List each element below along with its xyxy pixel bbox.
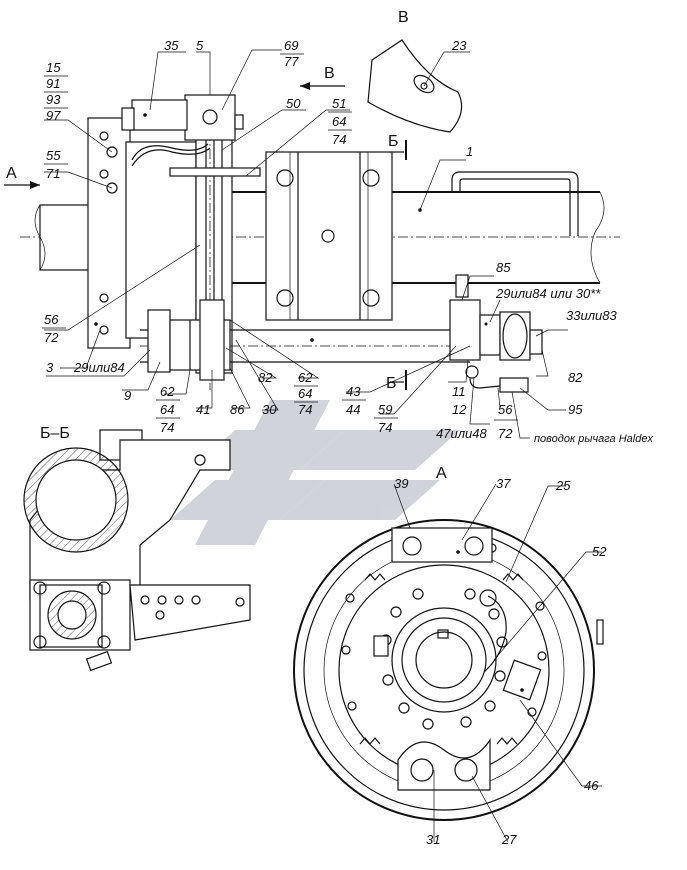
label-view-v: В [398,9,409,26]
label-77: 77 [284,54,299,69]
label-62-a: 62 [160,384,175,399]
label-64-c: 64 [298,386,312,401]
label-59: 59 [378,402,392,417]
view-v-detail [367,39,463,133]
label-arrow-v: В [324,65,335,82]
label-9: 9 [124,388,131,403]
label-view-a: А [436,465,447,482]
label-93: 93 [46,92,61,107]
label-95: 95 [568,402,583,417]
label-86: 86 [230,402,245,417]
label-74-a: 74 [332,132,346,147]
label-91: 91 [46,76,60,91]
label-52: 52 [592,544,607,559]
label-82-b: 82 [568,370,583,385]
label-69: 69 [284,38,298,53]
section-bb-view [23,429,251,672]
label-56-a: 56 [44,312,59,327]
label-72-a: 72 [44,330,59,345]
label-arrow-a: А [6,165,17,182]
label-82-a: 82 [258,370,273,385]
label-cut-b-top: Б [388,133,399,150]
view-a-brake [293,519,604,821]
label-1: 1 [466,144,473,159]
label-23: 23 [451,38,467,53]
callout-labels: В 35 5 69 77 23 В 15 91 93 97 50 51 64 7… [6,9,653,847]
label-11: 11 [452,384,466,399]
label-64-b: 64 [160,402,174,417]
label-35: 35 [164,38,179,53]
label-section-bb: Б–Б [40,425,70,442]
label-51: 51 [332,96,346,111]
label-46: 46 [584,778,599,793]
label-62-b: 62 [298,370,313,385]
leader-lines [44,49,602,843]
label-cut-b-bottom: Б [386,375,397,392]
label-97: 97 [46,108,61,123]
label-71: 71 [46,166,60,181]
axle-assembly-top-view [4,82,620,393]
label-56-b: 56 [498,402,513,417]
label-33-83: 33или83 [566,308,617,323]
label-31: 31 [426,832,440,847]
label-29-84-30: 29или84 или 30** [495,286,601,301]
label-5: 5 [196,38,204,53]
label-64-a: 64 [332,114,346,129]
label-25: 25 [555,478,571,493]
label-39: 39 [394,476,408,491]
label-27: 27 [501,832,517,847]
label-55: 55 [46,148,61,163]
label-50: 50 [286,96,301,111]
label-12: 12 [452,402,467,417]
label-74-d: 74 [378,420,392,435]
label-72-b: 72 [498,426,513,441]
label-37: 37 [496,476,511,491]
label-44: 44 [346,402,360,417]
label-41: 41 [196,402,210,417]
label-74-b: 74 [160,420,174,435]
label-15: 15 [46,60,61,75]
label-29-84: 29или84 [73,360,125,375]
label-47-48: 47или48 [436,426,487,441]
label-haldex-note: поводок рычага Haldex [534,433,653,445]
label-43: 43 [346,384,361,399]
label-3: 3 [46,360,54,375]
label-85: 85 [496,260,511,275]
label-30: 30 [262,402,277,417]
label-74-c: 74 [298,402,312,417]
